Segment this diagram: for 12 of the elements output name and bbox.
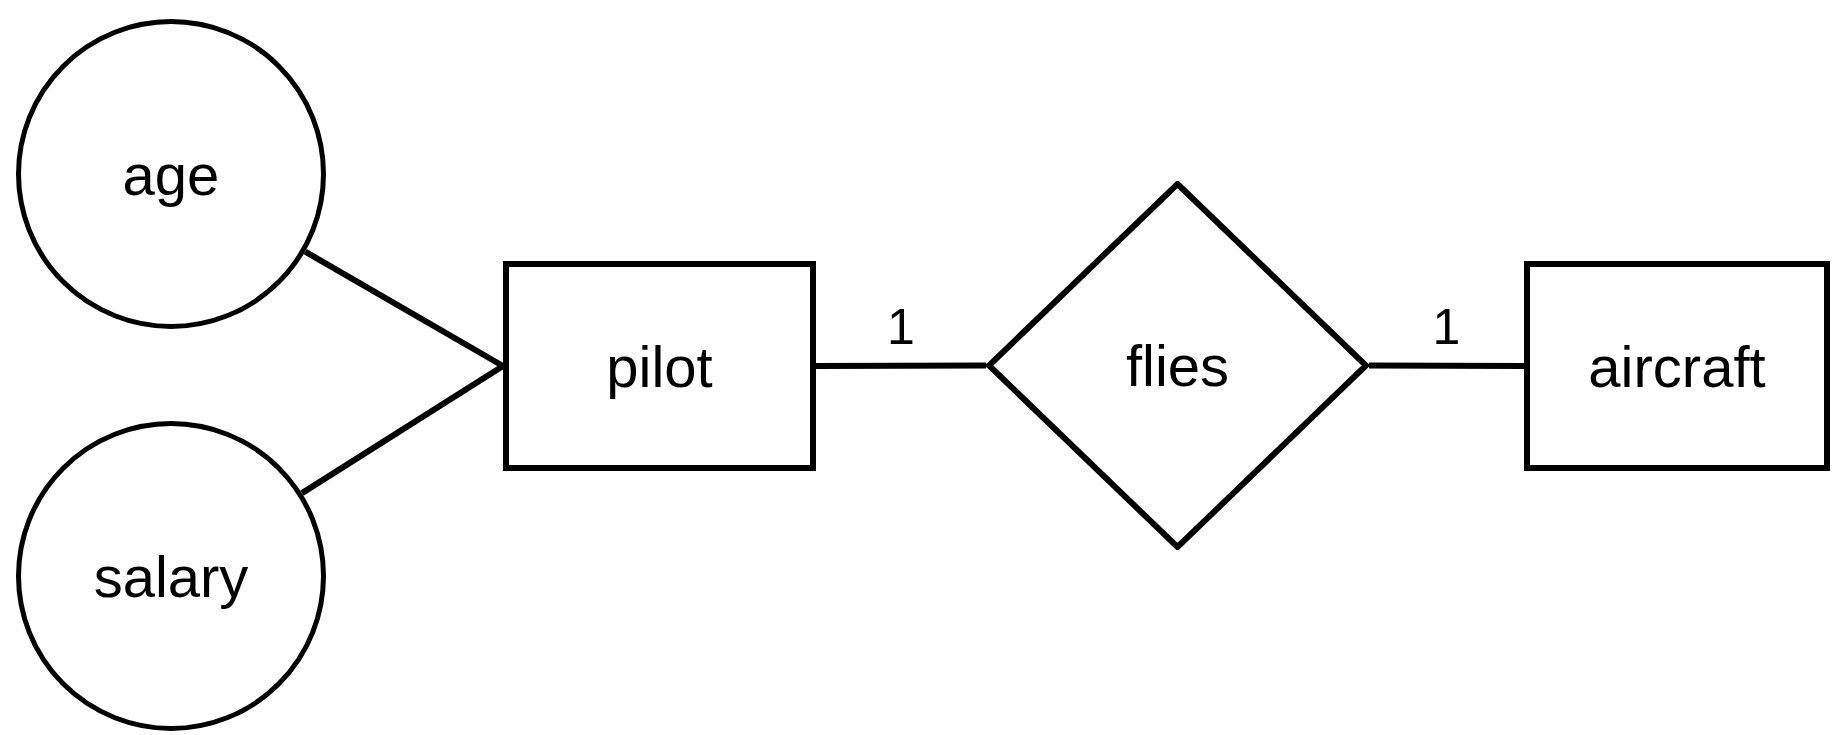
relationship-diamond — [986, 181, 1369, 550]
connector-line — [300, 363, 505, 496]
node-text: salary — [93, 542, 249, 610]
node-text: flies — [1125, 332, 1230, 399]
connector-line — [303, 249, 505, 369]
entity-box — [1524, 261, 1830, 471]
node-text: aircraft — [1588, 332, 1766, 400]
connector-line — [1369, 362, 1524, 369]
node-text: age — [122, 140, 220, 208]
entity-box — [503, 261, 816, 471]
node-text: pilot — [606, 332, 713, 400]
connector-line — [816, 362, 986, 369]
